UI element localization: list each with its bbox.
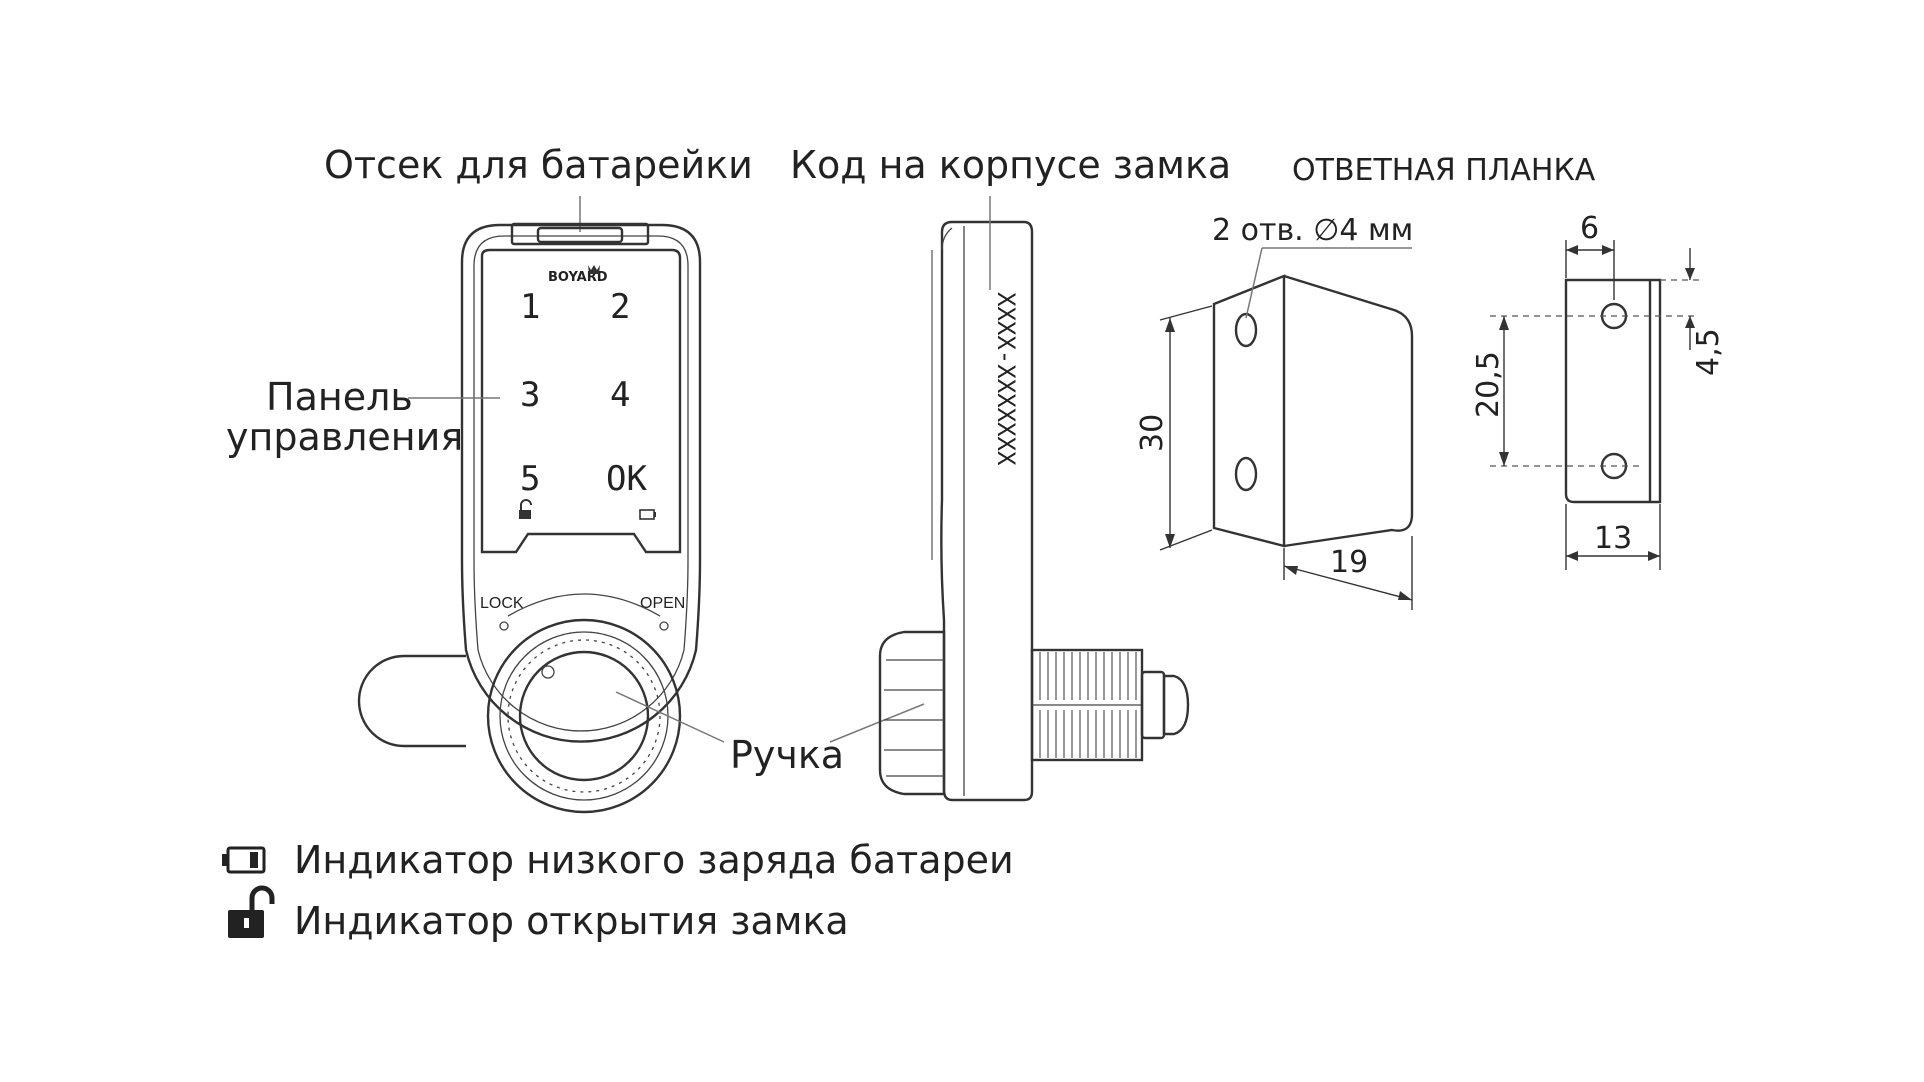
open-text: OPEN <box>640 595 685 612</box>
holes-leader <box>1245 247 1263 319</box>
knob-ring-inner <box>507 639 661 793</box>
crown-icon <box>588 265 600 274</box>
strike-plate-outline <box>1564 278 1662 504</box>
battery-compartment-label: Отсек для батарейки <box>324 143 753 187</box>
key-2[interactable]: 2 <box>610 287 630 327</box>
key-ok[interactable]: OK <box>606 459 647 499</box>
case-code: XXXX-XXXXXXX <box>992 292 1020 466</box>
side-body <box>940 220 1034 802</box>
dim-30: 30 <box>1135 414 1170 452</box>
knob-ring <box>499 631 669 801</box>
dim-19: 19 <box>1330 545 1368 580</box>
key-1[interactable]: 1 <box>520 287 540 327</box>
legend-battery-text: Индикатор низкого заряда батареи <box>294 838 1014 882</box>
front-view: BOYARD 1 2 3 4 5 OK LOCK OPEN <box>357 222 702 814</box>
unlock-icon <box>228 885 275 938</box>
key-3[interactable]: 3 <box>520 375 540 415</box>
battery-low-icon <box>222 846 266 874</box>
dim-30-arrow-bottom <box>1165 534 1175 548</box>
key-4[interactable]: 4 <box>610 375 630 415</box>
side-knob <box>878 630 946 796</box>
dim-20-5: 20,5 <box>1471 351 1506 418</box>
knob-indicator <box>541 665 555 679</box>
shaft-nut <box>1140 670 1166 740</box>
dim-19-line <box>1283 565 1413 601</box>
side-view: XXXX-XXXXXXX <box>878 220 1190 802</box>
dim-30-arrow-top <box>1165 318 1175 332</box>
holes-label: 2 отв. ∅4 мм <box>1212 213 1413 248</box>
battery-slot <box>536 226 624 244</box>
dim-19-arrow-right <box>1398 591 1412 600</box>
lock-body-inner <box>473 235 689 732</box>
handle-leader-side <box>829 703 925 743</box>
dim-13: 13 <box>1594 521 1632 556</box>
strike-hole-top <box>1234 312 1258 348</box>
cam-bolt <box>357 654 466 748</box>
dim-4-5-arrow-top <box>1685 268 1695 280</box>
knob-outer <box>486 618 682 814</box>
strike-plate-front-face <box>1283 274 1414 548</box>
dim-4-5-arrow-bottom <box>1685 316 1695 328</box>
dim-6-arrow-right <box>1602 245 1614 255</box>
dim-13-arrow-right <box>1648 551 1660 561</box>
dim-30-ext-bottom <box>1159 529 1213 551</box>
battery-compartment <box>510 222 650 246</box>
strike-plate-title: ОТВЕТНАЯ ПЛАНКА <box>1292 153 1596 188</box>
dim-30-ext-top <box>1159 305 1213 321</box>
handle-label: Ручка <box>730 733 844 777</box>
key-5[interactable]: 5 <box>520 459 540 499</box>
handle-leader-front <box>615 691 725 743</box>
lock-text: LOCK <box>480 595 524 612</box>
strike-plate-flat <box>1564 278 1662 504</box>
control-panel <box>480 248 682 554</box>
lock-code-label: Код на корпусе замка <box>790 143 1231 187</box>
side-body-edge <box>941 227 953 251</box>
screw-head <box>1162 674 1190 736</box>
dim-13-arrow-left <box>1566 551 1578 561</box>
strike-hole-bottom <box>1234 456 1258 492</box>
dim-6-arrow-left <box>1566 245 1578 255</box>
lock-dot <box>499 621 509 631</box>
control-panel-label-2: управления <box>226 415 463 459</box>
dim-19-arrow-left <box>1284 566 1298 575</box>
lock-body-outer <box>460 223 702 743</box>
battery-indicator-icon <box>639 509 656 520</box>
control-panel-label-1: Панель <box>266 375 413 419</box>
dim-6: 6 <box>1580 211 1599 246</box>
thread-lines <box>1039 652 1137 758</box>
strike-plate-side-face <box>1212 274 1286 548</box>
dim-20-5-arrow-top <box>1499 316 1509 330</box>
strike-plate-iso <box>1212 274 1414 548</box>
dim-20-5-arrow-bottom <box>1499 452 1509 466</box>
lock-open-arc <box>507 593 661 617</box>
legend-unlock-text: Индикатор открытия замка <box>294 899 849 943</box>
open-dot <box>659 621 669 631</box>
knob-grip <box>518 650 650 782</box>
dim-4-5: 4,5 <box>1691 328 1726 376</box>
unlock-indicator-icon <box>519 499 532 519</box>
